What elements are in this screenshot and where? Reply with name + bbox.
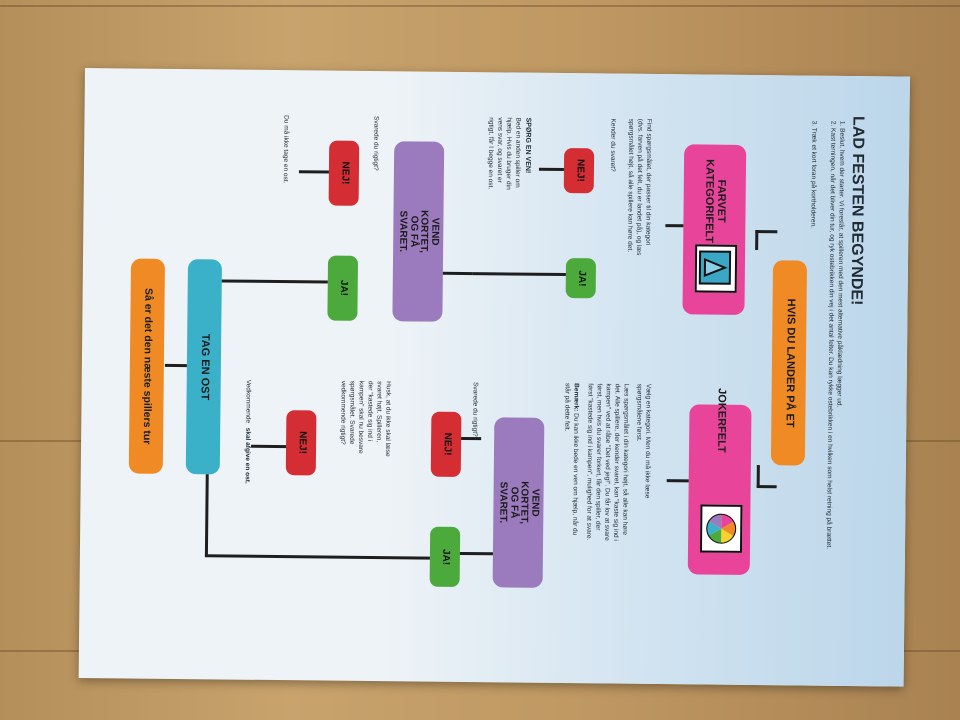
note-line-1: Du kan ikke bede en ven om hjælp, når du: [571, 413, 580, 536]
ask-friend-line-2: hjælp. Hvis du bruger din: [504, 117, 513, 190]
remember-line-3: der "kastede sig ind i: [366, 380, 374, 442]
connector: [204, 554, 430, 560]
find-question-line-3: spørgsmålet højt, så alle spillere kan h…: [626, 118, 635, 253]
remember-line-1: Husk, at du ikke skal læse: [383, 381, 392, 457]
connector: [298, 170, 329, 174]
find-question-line-2: (dvs. farven på det felt, du er landet p…: [635, 118, 644, 256]
note-label: Bemærk:: [572, 383, 580, 412]
intro-line-3: 3. Træk et kort foran på kortholderen.: [809, 120, 818, 228]
ja-box-2: JA!: [327, 255, 359, 321]
connector: [461, 436, 482, 441]
note-line-2: står på dette felt.: [563, 383, 571, 432]
read-question-line-5: først "kastede sig ind i kampen", muligh…: [585, 383, 594, 541]
ask-friend-line-4: rigtigt, får I begge en ost.: [486, 117, 495, 190]
remember-line-4: kampen" skal nu besvare: [356, 380, 365, 454]
connector: [459, 551, 493, 556]
connector: [755, 230, 778, 234]
turn-card-box-left: VEND KORTET, OG FÅ SVARET.: [392, 141, 445, 322]
nej-box-1: NEJ!: [563, 148, 595, 194]
connector: [666, 479, 689, 483]
connector: [204, 474, 209, 557]
must-give-bold: skal afgive en ost.: [243, 427, 252, 484]
no-cheese-text: Du må ikke tage en ost.: [281, 115, 290, 184]
remember-line-2: svaret højt. Spilleren,: [375, 381, 383, 443]
connector: [221, 279, 328, 284]
choose-category-line-1: Vælg en kategori. Men du må ikke læse: [643, 383, 652, 499]
ja-box-right: JA!: [429, 526, 461, 587]
take-cheese-box: TAG EN OST: [185, 259, 223, 475]
must-give-prefix: Vedkommende: [244, 379, 252, 424]
joker-wheel-icon: [699, 504, 743, 553]
ask-friend-title: SPØRG EN VEN!: [523, 117, 532, 174]
find-question-line-1: Find spørgsmålet, der passer til din kat…: [644, 118, 653, 246]
connector: [756, 485, 777, 489]
read-question-line-1: Læs spørgsmålet i din kategori højt, så …: [621, 383, 630, 536]
read-question-line-4: først, men hvis du svarer forkert, får d…: [594, 383, 603, 531]
connector: [755, 230, 759, 251]
connector: [665, 224, 684, 228]
category-tile-icon: [694, 244, 738, 293]
answered-right-left: Svarede du rigtigt?: [371, 116, 380, 171]
connector: [164, 363, 187, 368]
ask-friend-line-1: Bed en anden spiller om: [513, 117, 522, 188]
sheet-title: LAD FESTEN BEGYNDE!: [847, 116, 867, 306]
nej-box-2: NEJ!: [328, 140, 360, 206]
ja-box-1: JA!: [565, 258, 597, 299]
game-rules-sheet: LAD FESTEN BEGYNDE! 1. Beslut, hvem der …: [78, 68, 910, 687]
nej-box-right: NEJ!: [430, 411, 462, 477]
next-turn-box: Så er det den næste spillers tur: [128, 258, 166, 474]
connector: [472, 272, 566, 277]
answered-right-right: Svarede du rigtigt?: [471, 382, 479, 437]
remember-line-5: spørgsmålet. Svarede: [348, 380, 356, 445]
nej-box-right-2: NEJ!: [285, 410, 317, 476]
header-box: HVIS DU LANDER PÅ ET: [770, 260, 808, 466]
connector: [756, 465, 760, 488]
turn-card-box-right: VEND KORTET, OG FÅ SVARET.: [492, 417, 545, 588]
remember-line-6: vedkommende rigtigt?: [339, 380, 347, 445]
ask-friend-line-3: vens svar, og svaret er: [495, 117, 504, 183]
connector: [251, 444, 287, 449]
know-answer-text: Kender du svaret?: [608, 118, 617, 172]
connector: [442, 271, 473, 276]
read-question-line-3: kampen" ved at råbe "Det ved jeg!". Du f…: [603, 383, 612, 541]
connector: [538, 167, 564, 172]
choose-category-line-2: spørgsmålene først.: [635, 383, 643, 442]
read-question-line-2: det. Alle spillere, der kender svaret, k…: [612, 383, 621, 541]
